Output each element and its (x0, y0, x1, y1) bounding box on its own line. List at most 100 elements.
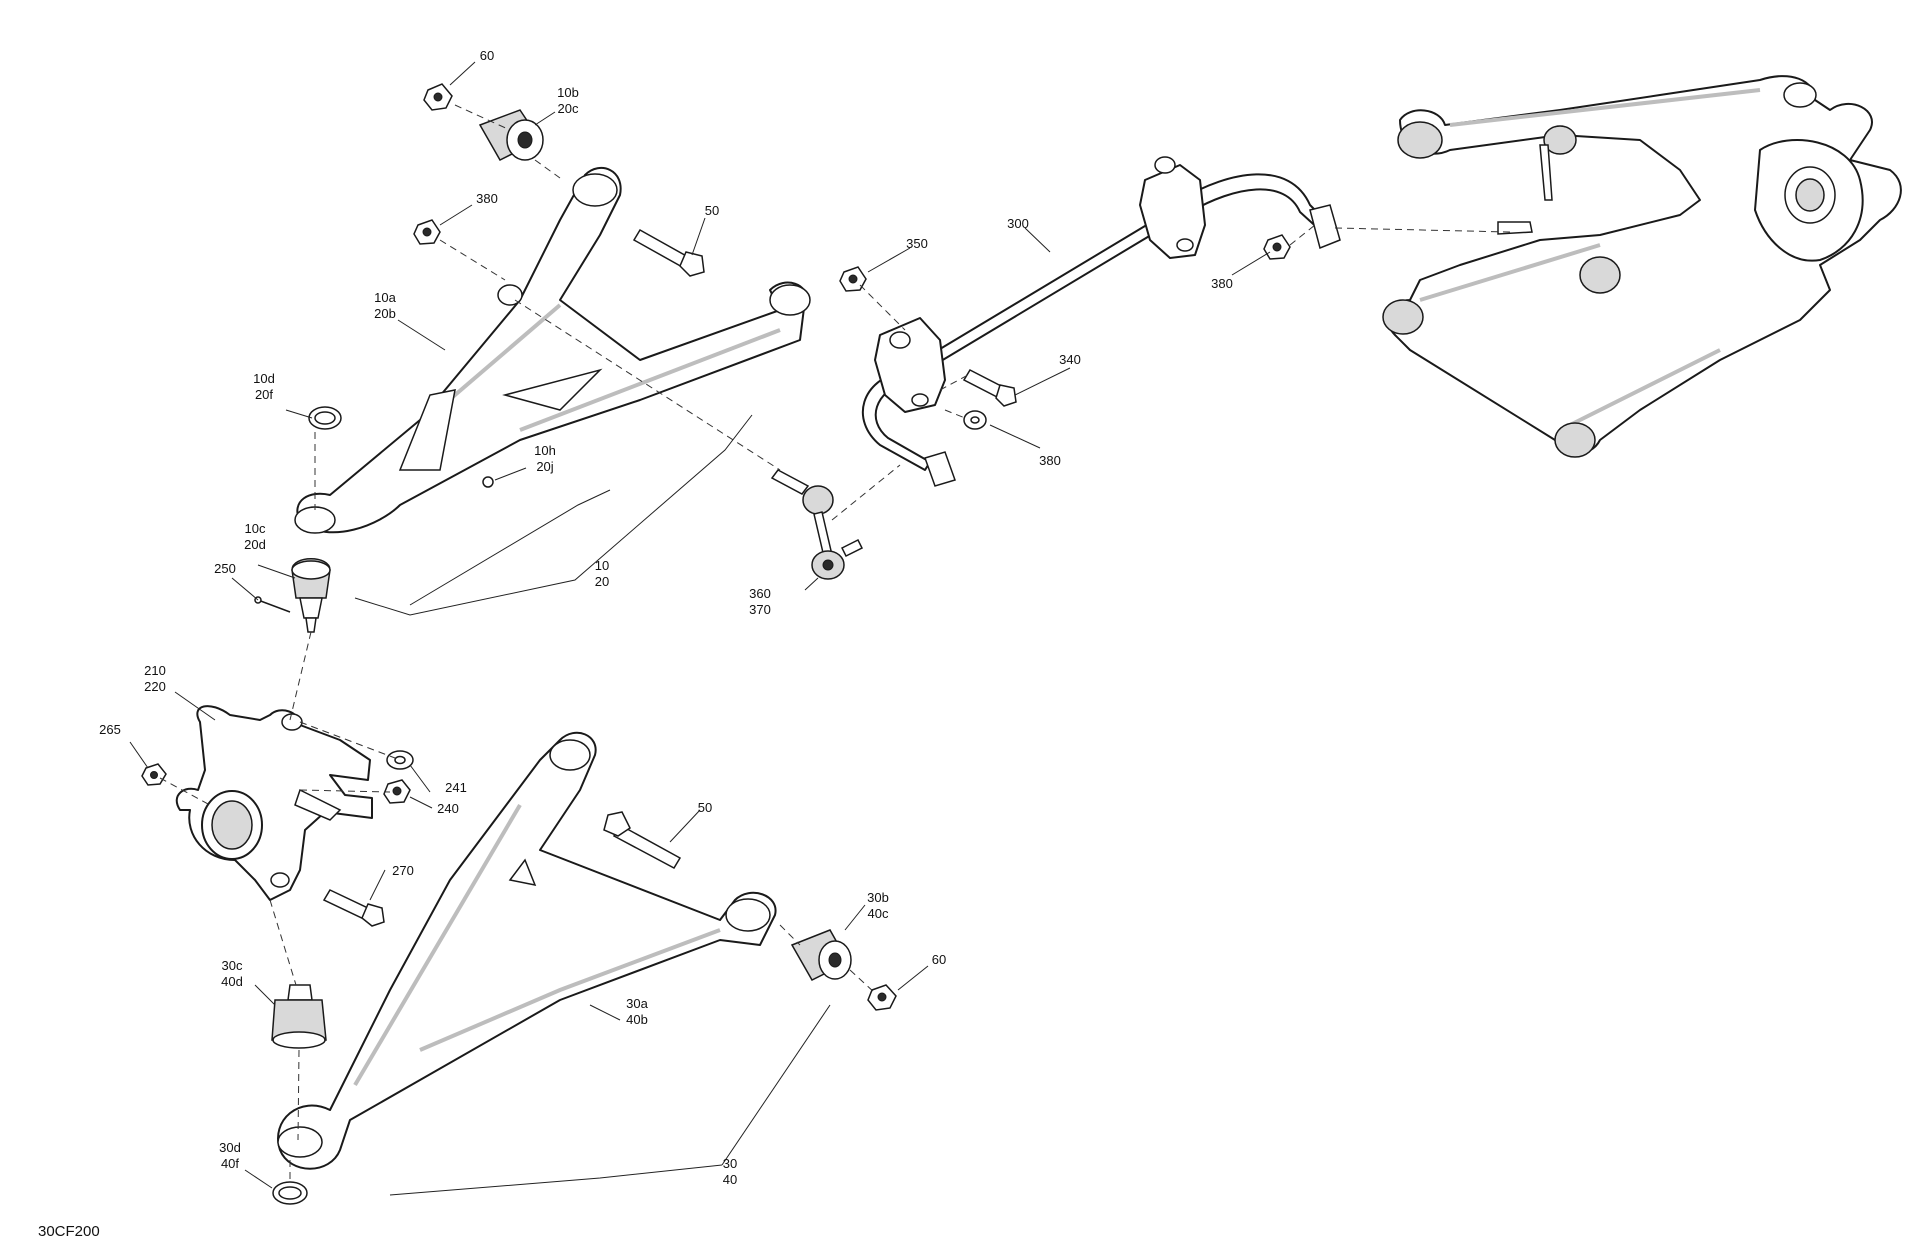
upper-bushing (478, 109, 544, 161)
callout-line: 20c (558, 101, 579, 116)
callout: 241 (445, 780, 467, 795)
callout: 380 (476, 191, 498, 206)
callout-line: 20j (536, 459, 553, 474)
diagram-code: 30CF200 (38, 1223, 100, 1240)
callout-line: 20 (595, 574, 609, 589)
callout-line: 380 (1039, 453, 1061, 468)
callout: 380 (1039, 453, 1061, 468)
nut-60-lower (867, 984, 897, 1011)
callout-line: 20b (374, 306, 396, 321)
callout-line: 30d (219, 1140, 241, 1155)
leader-lines (129, 61, 1271, 1196)
callout-line: 20f (255, 387, 273, 402)
callout: 300 (1007, 216, 1029, 231)
ball-joint-10c (291, 558, 331, 633)
callout-line: 380 (1211, 276, 1233, 291)
callout: 380 (1211, 276, 1233, 291)
callout-line: 40c (868, 906, 889, 921)
bolt-340 (962, 369, 1017, 407)
callout-line: 10a (374, 290, 396, 305)
callout-line: 265 (99, 722, 121, 737)
callout-line: 40d (221, 974, 243, 989)
nut-380-upper (413, 219, 441, 245)
sway-bar-bracket-right (1139, 156, 1206, 259)
callout-line: 270 (392, 863, 414, 878)
callout-line: 240 (437, 801, 459, 816)
upper-a-arm (294, 166, 811, 534)
callout-line: 60 (932, 952, 946, 967)
callout-line: 250 (214, 561, 236, 576)
callout-line: 10c (245, 521, 266, 536)
callout-line: 350 (906, 236, 928, 251)
callout-line: 220 (144, 679, 166, 694)
callout: 270 (392, 863, 414, 878)
nut-380-right (1263, 234, 1291, 260)
washer-241 (386, 750, 414, 770)
bolt-270 (322, 889, 385, 927)
callout-line: 370 (749, 602, 771, 617)
callout: 50 (705, 203, 719, 218)
bolt-50-upper (632, 228, 705, 277)
callout-line: 340 (1059, 352, 1081, 367)
circlip-10d (308, 406, 342, 430)
sway-bar-link-360 (770, 469, 864, 580)
callout-line: 10d (253, 371, 275, 386)
callout-line: 10b (557, 85, 579, 100)
ball-joint-30c (271, 984, 327, 1049)
callout-line: 30a (626, 996, 648, 1011)
sway-bar-bracket-left (874, 317, 946, 413)
cotter-pin-250 (254, 596, 291, 613)
callout-line: 10 (595, 558, 609, 573)
callout: 240 (437, 801, 459, 816)
callout-line: 40f (221, 1156, 239, 1171)
lower-bushing-30b (790, 929, 852, 981)
assembled-suspension-view (1382, 75, 1902, 458)
callout-line: 20d (244, 537, 266, 552)
callout: 60 (932, 952, 946, 967)
alignment-lines (159, 104, 1511, 1180)
nut-240 (383, 779, 411, 804)
callout-line: 300 (1007, 216, 1029, 231)
callout: 60 (480, 48, 494, 63)
steering-knuckle (175, 705, 373, 901)
callout-line: 30b (867, 890, 889, 905)
callout: 340 (1059, 352, 1081, 367)
sway-bar (861, 173, 1341, 487)
callout-line: 10h (534, 443, 556, 458)
callout-line: 241 (445, 780, 467, 795)
bolt-50-lower (603, 811, 682, 869)
callout-line: 60 (480, 48, 494, 63)
callout-line: 360 (749, 586, 771, 601)
callout: 350 (906, 236, 928, 251)
callout-line: 380 (476, 191, 498, 206)
callout-line: 40 (723, 1172, 737, 1187)
callout: 265 (99, 722, 121, 737)
nut-60-upper (423, 83, 453, 111)
grease-fitting-10h (482, 476, 494, 488)
washer-380-lower (963, 410, 987, 430)
callout-line: 50 (705, 203, 719, 218)
circlip-30d (272, 1181, 308, 1205)
callout-line: 210 (144, 663, 166, 678)
lower-a-arm (277, 731, 777, 1170)
callout-line: 40b (626, 1012, 648, 1027)
callout: 50 (698, 800, 712, 815)
nut-265 (141, 763, 167, 786)
callout-line: 30c (222, 958, 243, 973)
nut-350 (839, 266, 867, 292)
